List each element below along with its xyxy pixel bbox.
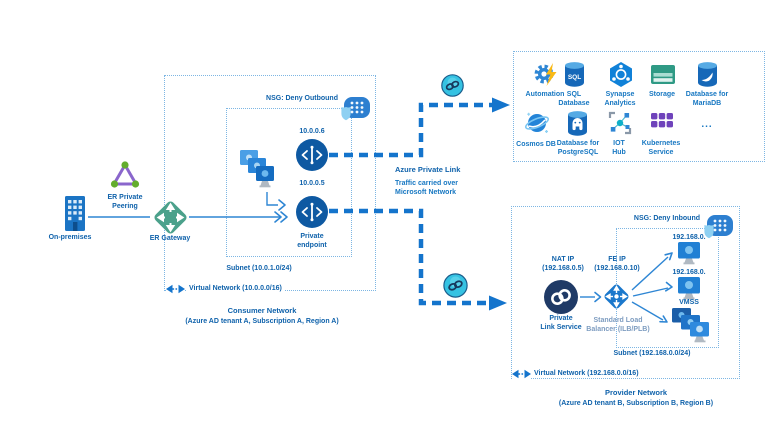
consumer-nsg-box	[226, 108, 352, 257]
private-link-service-label: Private Link Service	[540, 315, 582, 332]
mariadb-icon	[698, 62, 717, 87]
storage-icon	[651, 65, 675, 84]
more-services-ellipsis: ...	[701, 119, 713, 130]
on-premises-icon	[65, 196, 85, 231]
kubernetes-service-icon	[651, 113, 673, 128]
consumer-network-subtitle: (Azure AD tenant A, Subscription A, Regi…	[185, 318, 339, 325]
service-label-storage: Storage	[648, 91, 676, 98]
arrowhead-into-services	[492, 97, 510, 113]
vnet-icon-consumer	[166, 284, 185, 294]
consumer-subnet-label: Subnet (10.0.1.0/24)	[226, 265, 292, 272]
traffic-carried-label: Traffic carried over Microsoft Network	[395, 180, 459, 197]
iot-hub-icon	[608, 111, 632, 135]
service-label-cosmos: Cosmos DB	[516, 141, 556, 148]
service-label-mariadb: Database for MariaDB	[685, 91, 729, 108]
provider-vnet-label: Virtual Network (192.168.0.0/16)	[532, 369, 641, 379]
azure-private-link-label: Azure Private Link	[395, 165, 461, 174]
provider-vnet-box	[511, 206, 740, 379]
vm2-icon	[678, 277, 700, 300]
dashed-path-bottom-endpoint-to-provider	[329, 208, 489, 306]
er-gateway-icon	[154, 201, 187, 234]
er-private-peering-label: ER Private Peering	[107, 194, 143, 211]
vmss-label: VMSS	[679, 299, 699, 306]
private-endpoint-icon-top	[296, 139, 328, 171]
consumer-vm-stack-icon	[240, 150, 274, 188]
fe-ip-label: FE IP (192.168.0.10)	[594, 256, 640, 273]
line-vmstack-to-endpoint	[266, 192, 278, 206]
vm2-ip-label: 192.168.0.	[672, 269, 706, 276]
er-private-peering-icon	[110, 161, 140, 188]
private-link-service-icon	[544, 280, 578, 314]
private-link-icon-top	[441, 74, 464, 97]
service-label-kubernetes: Kubernetes Service	[641, 140, 681, 157]
automation-icon	[534, 63, 557, 86]
line-slb-to-vm2	[632, 287, 669, 297]
standard-load-balancer-label: Standard Load Balancer (ILB/PLB)	[586, 317, 650, 334]
synapse-analytics-icon	[610, 62, 632, 87]
nat-ip-label: NAT IP (192.168.0.5)	[542, 256, 584, 273]
cosmos-db-icon	[524, 112, 550, 133]
endpoint-ip-bottom: 10.0.0.5	[299, 180, 325, 187]
vnet-icon-provider	[512, 369, 531, 379]
provider-subnet-label: Subnet (192.168.0.0/24)	[613, 350, 691, 357]
svg-text:SQL: SQL	[568, 74, 581, 81]
sql-database-icon: SQL	[565, 62, 584, 87]
line-slb-to-vmss	[631, 301, 664, 321]
service-label-automation: Automation	[525, 91, 565, 98]
vm1-icon	[678, 242, 700, 265]
private-link-icon-bottom	[443, 273, 468, 298]
provider-network-subtitle: (Azure AD tenant B, Subscription B, Regi…	[558, 400, 714, 407]
consumer-nsg-label: NSG: Deny Outbound	[266, 95, 338, 102]
arrowhead-into-provider	[489, 295, 507, 311]
service-label-iot-hub: IOT Hub	[612, 140, 626, 157]
private-endpoint-icon-bottom	[296, 196, 328, 228]
endpoint-ip-top: 10.0.0.6	[299, 128, 325, 135]
er-gateway-label: ER Gateway	[149, 235, 191, 242]
on-premises-label: On-premises	[48, 234, 92, 241]
standard-load-balancer-icon	[604, 284, 629, 309]
postgresql-icon	[568, 111, 587, 136]
consumer-vnet-label: Virtual Network (10.0.0.0/16)	[187, 284, 284, 294]
service-label-synapse: Synapse Analytics	[604, 91, 636, 108]
service-label-sql-database: SQL Database	[558, 91, 590, 108]
vm1-ip-label: 192.168.0.	[672, 234, 706, 241]
provider-nsg-label: NSG: Deny Inbound	[633, 215, 700, 222]
consumer-network-title: Consumer Network	[227, 306, 297, 315]
private-endpoint-label: Private endpoint	[297, 233, 327, 250]
vmss-icon	[672, 308, 709, 343]
line-slb-to-vm1	[631, 256, 669, 291]
nsg-deny-outbound-icon	[341, 97, 370, 121]
nsg-deny-inbound-icon	[704, 215, 733, 239]
service-label-postgresql: Database for PostgreSQL	[556, 140, 600, 157]
azure-services-box	[513, 51, 765, 162]
provider-network-title: Provider Network	[604, 388, 668, 397]
dashed-path-top-endpoint-to-services	[329, 102, 492, 158]
